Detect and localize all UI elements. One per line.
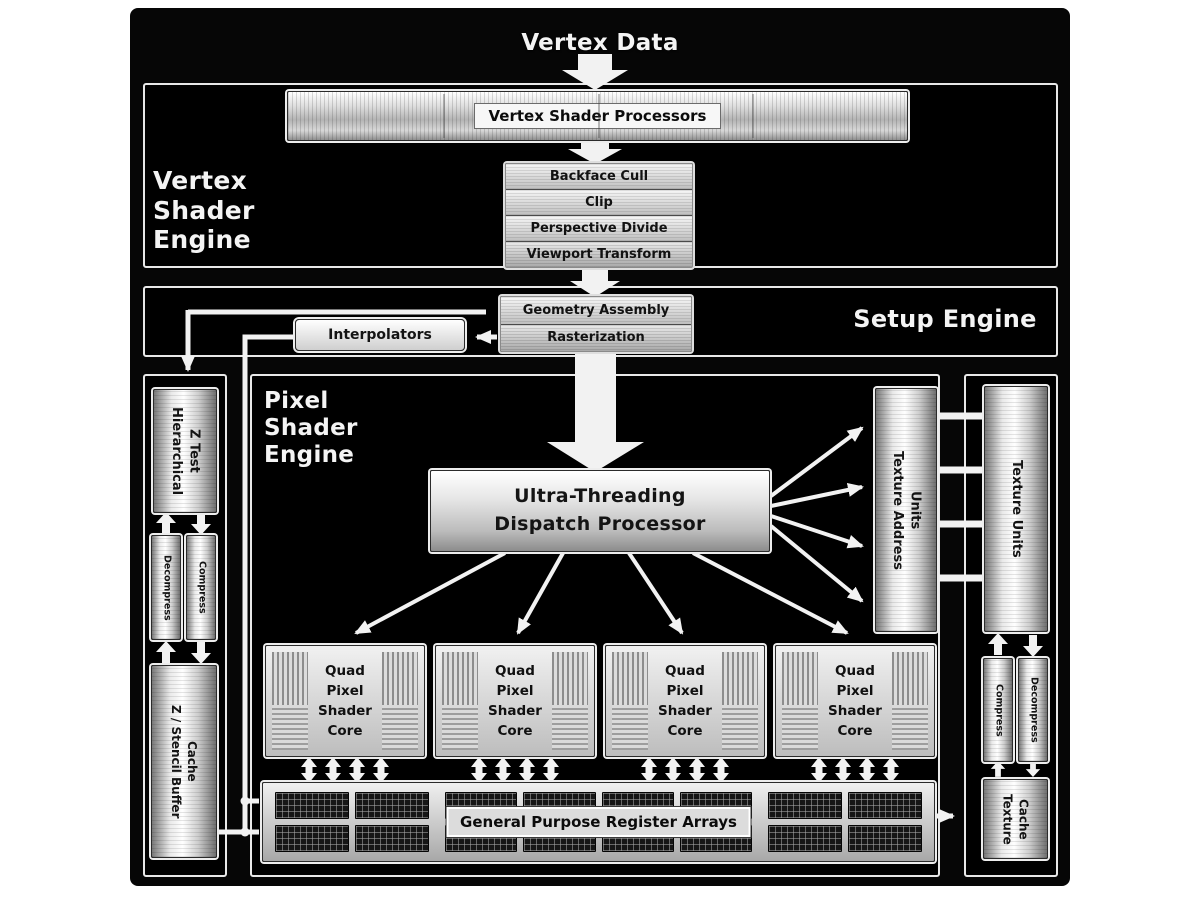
z-compress-box: Compress [186, 535, 216, 640]
bar-divider [597, 94, 600, 138]
quad-pixel-shader-core-3: Quad Pixel Shader Core [605, 645, 765, 757]
core-label: Quad Pixel Shader Core [658, 662, 712, 740]
quad-pixel-shader-core-4: Quad Pixel Shader Core [775, 645, 935, 757]
z-decompress-box: Decompress [151, 535, 181, 640]
stage-clip: Clip [506, 190, 692, 216]
core-texture-strip [552, 652, 588, 750]
core-texture-strip [442, 652, 478, 750]
bar-divider [442, 94, 445, 138]
core-texture-strip [722, 652, 758, 750]
ultra-threading-dispatch-processor: Ultra-Threading Dispatch Processor [430, 470, 770, 552]
texture-compress-box: Compress [983, 658, 1013, 762]
quad-pixel-shader-core-1: Quad Pixel Shader Core [265, 645, 425, 757]
label-pixel-shader-engine: Pixel Shader Engine [264, 388, 358, 469]
general-purpose-register-arrays: General Purpose Register Arrays [262, 782, 935, 862]
register-cell-group [275, 792, 429, 852]
core-label: Quad Pixel Shader Core [318, 662, 372, 740]
core-texture-strip [272, 652, 308, 750]
core-texture-strip [612, 652, 648, 750]
vertex-shader-processors-label: Vertex Shader Processors [473, 103, 722, 129]
texture-cache-box: Texture Cache [983, 779, 1048, 859]
core-label: Quad Pixel Shader Core [828, 662, 882, 740]
vertex-stage-stack: Backface Cull Clip Perspective Divide Vi… [505, 163, 693, 268]
vertex-shader-processors-bar: Vertex Shader Processors [287, 91, 908, 141]
rasterization-box: Rasterization [501, 324, 691, 351]
stage-backface-cull: Backface Cull [506, 164, 692, 190]
geometry-rasterization-stack: Geometry Assembly Rasterization [500, 296, 692, 352]
quad-pixel-shader-core-2: Quad Pixel Shader Core [435, 645, 595, 757]
stage-viewport-transform: Viewport Transform [506, 242, 692, 267]
core-texture-strip [892, 652, 928, 750]
label-vertex-shader-engine: Vertex Shader Engine [153, 166, 255, 254]
z-stencil-buffer-cache-box: Z / Stencil Buffer Cache [151, 665, 217, 858]
geometry-assembly-box: Geometry Assembly [501, 297, 691, 325]
register-arrays-label: General Purpose Register Arrays [445, 806, 752, 838]
core-label: Quad Pixel Shader Core [488, 662, 542, 740]
interpolators-box: Interpolators [295, 319, 465, 351]
bar-divider [752, 94, 755, 138]
register-cell-group [768, 792, 922, 852]
texture-decompress-box: Decompress [1018, 658, 1048, 762]
stage-perspective-divide: Perspective Divide [506, 216, 692, 242]
title-vertex-data: Vertex Data [521, 30, 679, 56]
label-setup-engine: Setup Engine [853, 305, 1037, 333]
core-texture-strip [382, 652, 418, 750]
texture-address-units-box: Texture Address Units [875, 388, 937, 632]
hierarchical-z-test-box: Hierarchical Z Test [153, 389, 217, 513]
core-texture-strip [782, 652, 818, 750]
texture-units-box: Texture Units [984, 386, 1048, 632]
